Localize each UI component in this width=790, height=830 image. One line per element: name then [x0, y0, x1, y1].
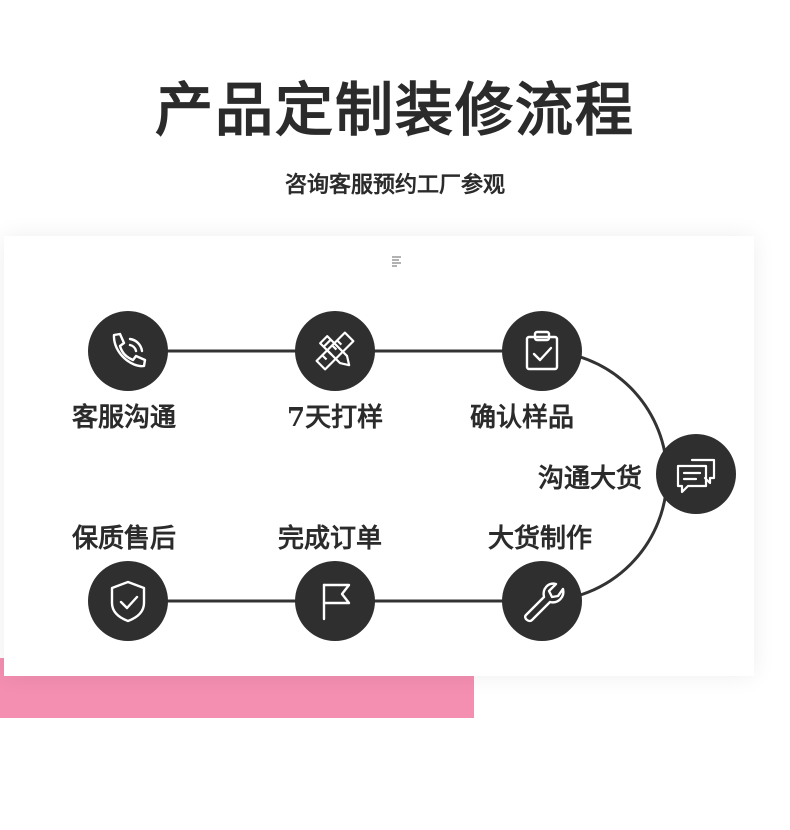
step-label-1: 客服沟通 [72, 403, 177, 433]
step-circle-1 [88, 311, 168, 391]
step-circle-7 [88, 561, 168, 641]
shield-check-icon [110, 580, 146, 623]
step-circle-5 [502, 561, 582, 641]
step-label-7: 保质售后 [72, 524, 177, 554]
step-label-6: 完成订单 [278, 524, 383, 554]
flag-icon [322, 583, 351, 621]
step-label-5: 大货制作 [488, 524, 593, 554]
menu-lines-icon [392, 256, 401, 267]
step-circle-4 [656, 434, 736, 514]
step-circle-3 [502, 311, 582, 391]
step-label-4: 沟通大货 [538, 464, 643, 494]
page-title: 产品定制装修流程 [154, 76, 635, 144]
phone-icon [112, 332, 147, 368]
clipboard-check-icon [525, 330, 559, 371]
wrench-icon [524, 582, 565, 623]
page-subtitle: 咨询客服预约工厂参观 [284, 172, 505, 198]
step-label-3: 确认样品 [470, 403, 575, 433]
step-circle-6 [295, 561, 375, 641]
pencil-ruler-icon [315, 331, 355, 371]
step-label-2: 7天打样 [287, 403, 384, 433]
chat-bubbles-icon [676, 458, 716, 494]
step-circle-2 [295, 311, 375, 391]
